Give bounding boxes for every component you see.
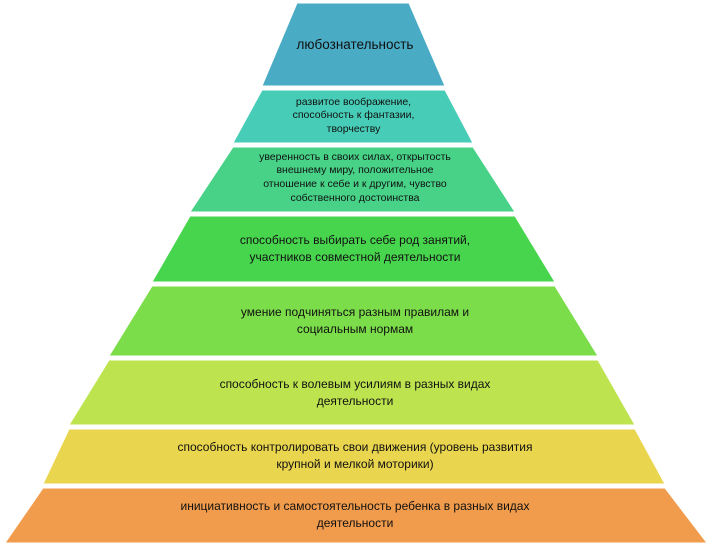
tier-label-willpower: способность к волевым усилиям в разных в… <box>219 377 491 408</box>
pyramid-tier-6 <box>68 359 636 426</box>
pyramid-tier-2 <box>232 89 474 144</box>
pyramid-tier-5 <box>108 285 599 357</box>
tier-label-curiosity: любознательность <box>296 36 414 52</box>
pyramid-tier-8 <box>4 487 707 544</box>
pyramid-tier-4 <box>151 215 556 283</box>
pyramid-tier-1 <box>261 2 446 87</box>
pyramid-tier-7 <box>42 428 666 485</box>
tier-label-rules-obedience: умение подчиняться разным правилам и соц… <box>240 305 470 336</box>
tier-label-initiative: инициативность и самостоятельность ребен… <box>180 499 530 530</box>
tier-label-self-confidence: уверенность в своих силах, открытость вн… <box>259 150 451 204</box>
tier-label-imagination: развитое воображение, способность к фант… <box>292 96 415 135</box>
tier-label-motor-control: способность контролировать свои движения… <box>177 440 533 471</box>
pyramid-tier-3 <box>189 146 516 213</box>
tier-label-choice-ability: способность выбирать себе род занятий, у… <box>239 233 471 264</box>
